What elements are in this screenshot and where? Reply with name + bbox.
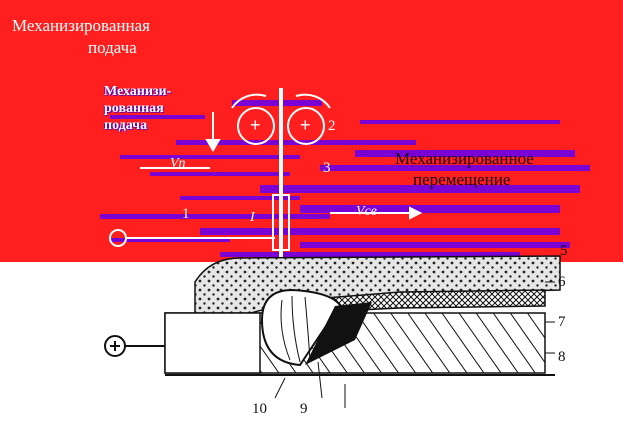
label-6: 6: [558, 274, 566, 290]
weld-pool-lines: [280, 295, 311, 363]
label-10: 10: [252, 401, 267, 417]
svg-text:+: +: [300, 115, 311, 135]
label-7: 7: [558, 314, 566, 330]
movement-label-line2: перемещение: [413, 170, 511, 189]
purple-streaks: [100, 100, 590, 257]
symbol-vsv: Vсв: [356, 204, 377, 219]
negative-cable: [109, 229, 275, 247]
svg-text:+: +: [250, 115, 261, 135]
label-5: 5: [560, 243, 568, 259]
feed-rollers: [231, 93, 331, 145]
feed-arrow: [205, 112, 221, 152]
solidified-weld: [305, 302, 372, 365]
electrode-wire: [272, 88, 290, 298]
plate-edge: [164, 312, 261, 374]
symbol-vn: Vп: [170, 156, 186, 171]
flux-dots: [195, 256, 560, 330]
feed-label-line3: подача: [104, 118, 148, 133]
positive-cable: [104, 335, 165, 357]
movement-label-line1: Механизированное: [395, 149, 534, 168]
label-8: 8: [558, 349, 566, 365]
velocity-arrow: [140, 167, 423, 220]
title-line2: подача: [88, 38, 137, 57]
label-9: 9: [300, 401, 308, 417]
label-1: 1: [182, 206, 190, 222]
feed-label-line2: рованная: [104, 101, 164, 116]
feed-label-line1: Механизи-: [104, 84, 172, 99]
feed-label: Механизи- рованная подача: [104, 83, 171, 134]
label-3: 3: [323, 160, 331, 176]
leader-lines: [274, 281, 555, 408]
label-2: 2: [328, 118, 336, 134]
title-line1: Механизированная: [12, 16, 150, 35]
symbol-i: I: [250, 210, 255, 225]
